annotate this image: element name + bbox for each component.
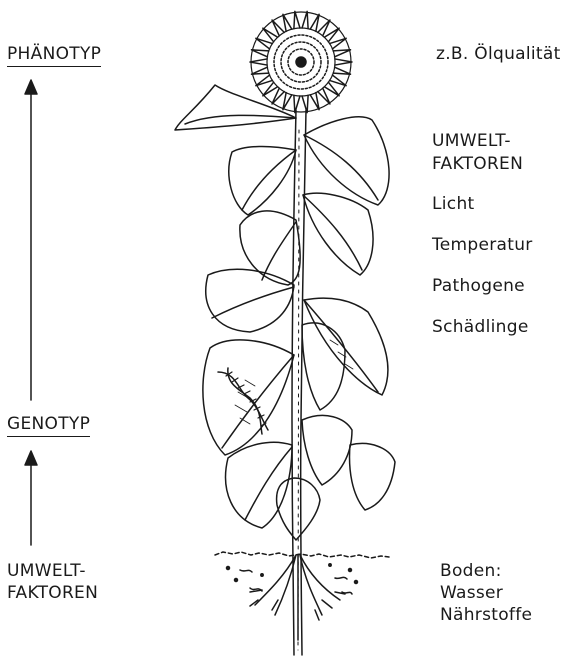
arrow-environment-to-genotype: [25, 451, 37, 545]
petal: [294, 95, 300, 112]
genotype-label: GENOTYP: [7, 416, 90, 437]
factor-light: Licht: [432, 196, 474, 213]
petal: [294, 11, 300, 28]
factor-pests: Schädlinge: [432, 319, 529, 336]
petal: [310, 93, 319, 110]
environment-label-line2: FAKTOREN: [7, 585, 98, 602]
factor-temperature: Temperatur: [432, 237, 533, 254]
soil-nutrients: Nährstoffe: [440, 607, 532, 624]
soil-water: Wasser: [440, 585, 503, 602]
petal: [302, 11, 308, 28]
petal: [310, 14, 319, 31]
petal: [283, 93, 292, 110]
petal: [250, 59, 267, 65]
leaves: [175, 85, 395, 540]
environment-label-line1: UMWELT-: [7, 563, 86, 580]
soil-title: Boden:: [440, 563, 502, 580]
petal: [335, 59, 352, 65]
petal: [283, 14, 292, 31]
petal: [333, 50, 350, 57]
petal: [302, 95, 308, 112]
dna-helix: [218, 368, 268, 434]
phenotype-label: PHÄNOTYP: [7, 46, 101, 67]
petal: [333, 67, 350, 74]
flower-head: [250, 11, 352, 112]
factor-pathogens: Pathogene: [432, 278, 525, 295]
petal: [251, 67, 268, 74]
arrow-genotype-to-phenotype: [25, 80, 37, 400]
petal: [251, 50, 268, 57]
right-environment-line1: UMWELT-: [432, 133, 511, 150]
right-environment-line2: FAKTOREN: [432, 156, 523, 173]
stem: [292, 110, 306, 655]
example-oil-quality: z.B. Ölqualität: [436, 46, 561, 63]
